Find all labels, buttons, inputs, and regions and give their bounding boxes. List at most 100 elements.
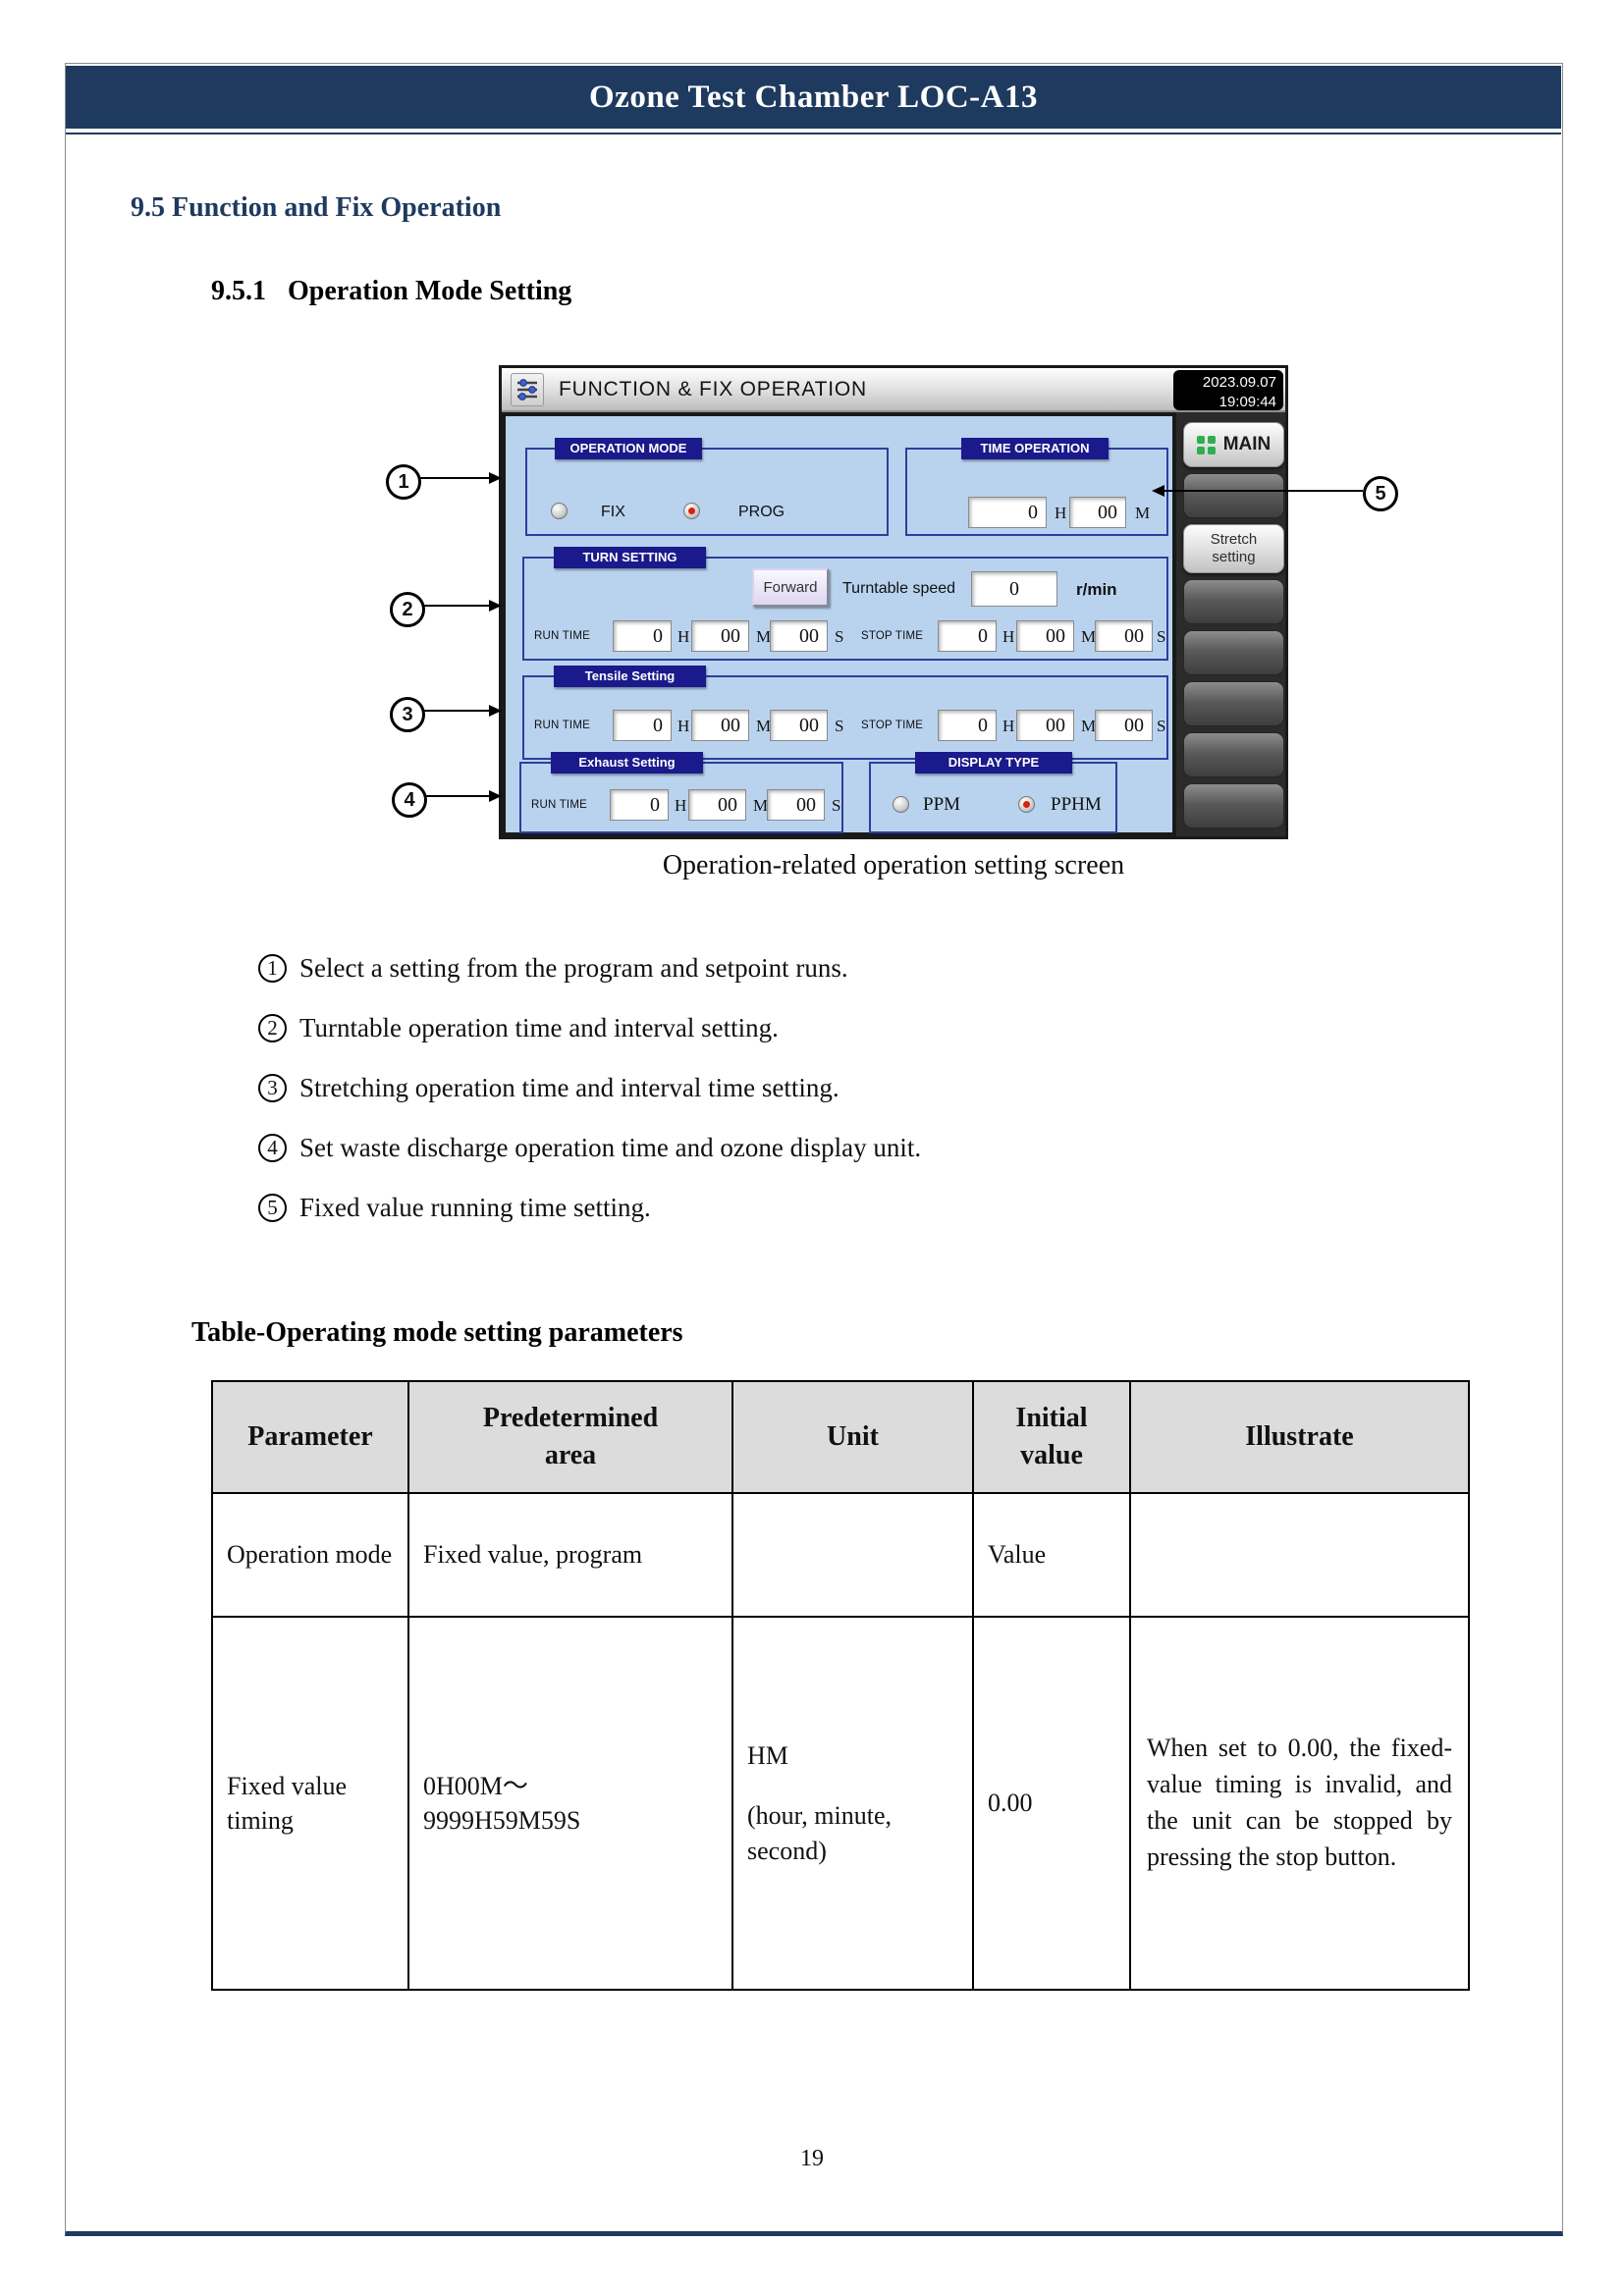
section-number: 9.5 — [131, 192, 165, 223]
turn-run-minutes-field[interactable]: 00 — [691, 620, 749, 652]
sidebar-blank-button[interactable] — [1183, 630, 1284, 675]
unit-s: S — [835, 717, 844, 735]
turn-stop-time-label: STOP TIME — [861, 630, 924, 642]
note-number: 3 — [258, 1073, 287, 1102]
main-button-label: MAIN — [1222, 434, 1272, 454]
callout-2: 2 — [390, 592, 425, 627]
cell-area: 0H00M～ 9999H59M59S — [407, 1616, 733, 1991]
cell-initial: 0.00 — [972, 1616, 1131, 1991]
sidebar-blank-button[interactable] — [1183, 473, 1284, 518]
operation-mode-group: OPERATION MODE FIX PROG — [525, 438, 889, 536]
tensile-setting-label: Tensile Setting — [554, 666, 706, 687]
table-row: Fixed value timing 0H00M～ 9999H59M59S HM… — [211, 1616, 1470, 1991]
unit-description: (hour, minute, second) — [747, 1801, 892, 1865]
note-number: 4 — [258, 1133, 287, 1162]
callout-4-arrow — [423, 789, 502, 802]
unit-gap — [747, 1773, 958, 1798]
cell-parameter: Operation mode — [211, 1492, 409, 1618]
stretch-setting-button[interactable]: Stretch setting — [1183, 524, 1284, 573]
main-button[interactable]: MAIN — [1183, 422, 1284, 467]
unit-m: M — [756, 627, 772, 646]
note-text: Select a setting from the program and se… — [299, 952, 848, 983]
datetime-display: 2023.09.07 19:09:44 — [1173, 370, 1283, 410]
tensile-stop-hours-field[interactable]: 0 — [938, 710, 997, 741]
page-frame — [65, 63, 1563, 2236]
screen-titlebar: FUNCTION & FIX OPERATION — [502, 368, 1285, 412]
cell-illustrate: When set to 0.00, the fixed-value timing… — [1129, 1616, 1470, 1991]
list-item: 3 Stretching operation time and interval … — [258, 1068, 921, 1107]
prog-radio[interactable] — [683, 503, 700, 519]
subsection-number: 9.5.1 — [211, 276, 266, 306]
fix-radio[interactable] — [551, 503, 568, 519]
note-text: Stretching operation time and interval t… — [299, 1072, 839, 1102]
parameters-table: Parameter Predetermined area Unit Initia… — [211, 1380, 1470, 1991]
turn-setting-group: TURN SETTING Forward Turntable speed 0 r… — [522, 547, 1168, 661]
stretch-line1: Stretch — [1210, 530, 1258, 548]
time-operation-minutes-field[interactable]: 00 — [1069, 497, 1126, 528]
callout-3: 3 — [390, 697, 425, 732]
turn-stop-seconds-field[interactable]: 00 — [1095, 620, 1153, 652]
unit-m: M — [1081, 627, 1097, 646]
table-header-row: Parameter Predetermined area Unit Initia… — [211, 1380, 1470, 1494]
note-number: 2 — [258, 1013, 287, 1042]
tensile-run-hours-field[interactable]: 0 — [613, 710, 672, 741]
banner-underline — [66, 133, 1561, 134]
page-banner: Ozone Test Chamber LOC-A13 — [66, 66, 1561, 129]
exhaust-run-seconds-field[interactable]: 00 — [767, 789, 825, 821]
time-operation-label: TIME OPERATION — [961, 438, 1109, 459]
callout-1-arrow — [417, 471, 502, 484]
screen-sidebar: MAIN Stretch setting — [1176, 412, 1285, 836]
table-row: Operation mode Fixed value, program Valu… — [211, 1492, 1470, 1618]
operation-mode-label: OPERATION MODE — [555, 438, 702, 459]
column-header-initial-value: Initial value — [972, 1380, 1131, 1494]
time-operation-hours-field[interactable]: 0 — [968, 497, 1047, 528]
hours-unit: H — [1055, 504, 1067, 522]
time-text: 19:09:44 — [1218, 393, 1276, 410]
turntable-speed-field[interactable]: 0 — [971, 571, 1057, 607]
tensile-run-seconds-field[interactable]: 00 — [770, 710, 828, 741]
exhaust-run-time-label: RUN TIME — [531, 799, 587, 811]
screen-body: OPERATION MODE FIX PROG TIME OPERATION 0… — [502, 412, 1285, 836]
speed-unit-label: r/min — [1076, 580, 1117, 599]
cell-unit — [731, 1492, 974, 1618]
forward-button[interactable]: Forward — [752, 568, 829, 607]
sidebar-blank-button[interactable] — [1183, 681, 1284, 726]
subsection-title: Operation Mode Setting — [288, 276, 572, 306]
turn-run-time-label: RUN TIME — [534, 630, 590, 642]
tensile-stop-seconds-field[interactable]: 00 — [1095, 710, 1153, 741]
exhaust-setting-group: Exhaust Setting RUN TIME 0 H 00 M 00 S — [519, 752, 843, 833]
tensile-run-minutes-field[interactable]: 00 — [691, 710, 749, 741]
minutes-unit: M — [1135, 504, 1151, 522]
sidebar-blank-button[interactable] — [1183, 732, 1284, 777]
turn-run-hours-field[interactable]: 0 — [613, 620, 672, 652]
pphm-radio-label: PPHM — [1051, 794, 1102, 815]
exhaust-run-hours-field[interactable]: 0 — [610, 789, 669, 821]
figure-caption: Operation-related operation setting scre… — [662, 850, 1125, 881]
column-header-unit: Unit — [731, 1380, 974, 1494]
unit-h: H — [677, 627, 690, 646]
note-number: 5 — [258, 1193, 287, 1222]
column-header-parameter: Parameter — [211, 1380, 409, 1494]
exhaust-run-minutes-field[interactable]: 00 — [688, 789, 746, 821]
tensile-stop-minutes-field[interactable]: 00 — [1016, 710, 1074, 741]
sidebar-blank-button[interactable] — [1183, 579, 1284, 624]
ppm-radio[interactable] — [893, 796, 909, 813]
unit-s: S — [1157, 717, 1166, 735]
sidebar-blank-button[interactable] — [1183, 783, 1284, 828]
unit-code: HM — [747, 1741, 788, 1771]
unit-h: H — [1002, 717, 1015, 735]
turn-stop-minutes-field[interactable]: 00 — [1016, 620, 1074, 652]
callout-2-arrow — [421, 599, 502, 612]
area-range-end: 9999H59M59S — [423, 1806, 581, 1835]
turn-stop-hours-field[interactable]: 0 — [938, 620, 997, 652]
turn-run-seconds-field[interactable]: 00 — [770, 620, 828, 652]
pphm-radio[interactable] — [1018, 796, 1035, 813]
cell-area: Fixed value, program — [407, 1492, 733, 1618]
column-header-predetermined-area: Predetermined area — [407, 1380, 733, 1494]
area-range-start: 0H00M～ — [423, 1771, 528, 1800]
display-type-label: DISPLAY TYPE — [915, 752, 1072, 774]
